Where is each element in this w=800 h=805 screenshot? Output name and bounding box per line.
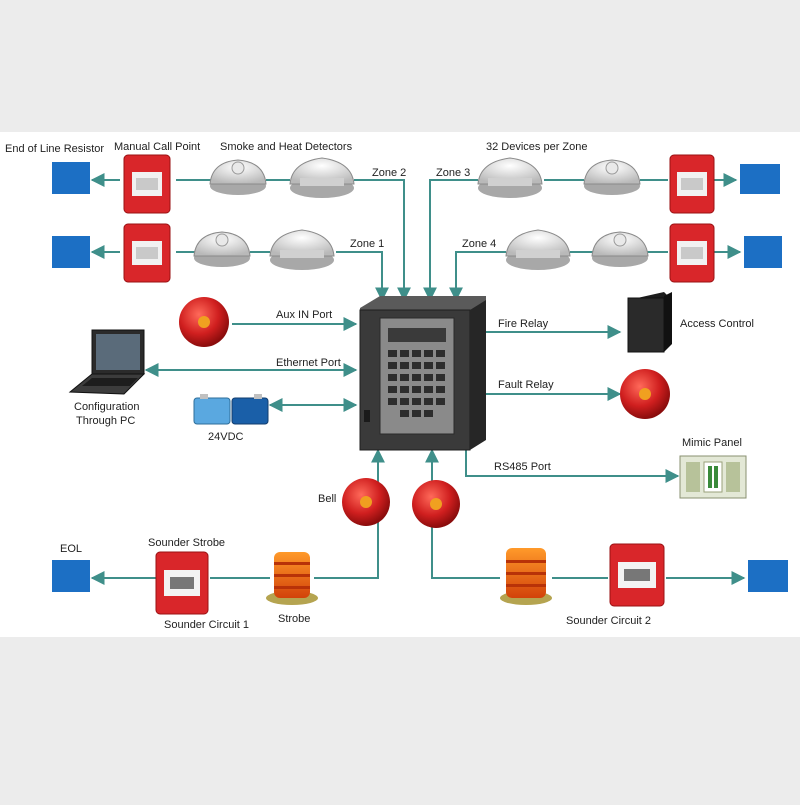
eol-box-row2-left [52,236,90,268]
label-smoke-heat-detectors: Smoke and Heat Detectors [220,141,353,153]
laptop-icon [68,329,146,395]
label-configuration: Configuration [74,401,139,413]
smoke-detector-row1-a [209,159,267,195]
label-fault-relay: Fault Relay [498,379,554,391]
label-sounder-strobe: Sounder Strobe [148,537,225,549]
label-zone1: Zone 1 [350,238,384,250]
label-rs485-port: RS485 Port [494,461,551,473]
smoke-detector-row2-d [591,231,649,267]
label-mimic-panel: Mimic Panel [682,437,742,449]
label-end-of-line-resistor: End of Line Resistor [5,143,104,155]
sounder-strobe-circuit2 [609,543,665,607]
label-manual-call-point: Manual Call Point [114,141,200,153]
link-zone3-to-panel [423,179,478,302]
link-zone4-to-panel [449,251,506,302]
sounder-row2-right [669,223,715,283]
link-zone2-to-panel [354,179,411,302]
label-zone3: Zone 3 [436,167,470,179]
label-24vdc: 24VDC [208,431,244,443]
bell-sounder-circuit2 [412,480,460,528]
eol-box-row1-right [740,164,780,194]
label-ethernet-port: Ethernet Port [276,357,341,369]
label-aux-in-port: Aux IN Port [276,309,332,321]
connectors [90,173,746,585]
panel-display [388,328,446,342]
panel-keypad [388,350,445,417]
smoke-detector-row1-b [289,157,355,198]
link-zone1-to-panel [336,251,389,302]
access-control-box [627,292,672,353]
smoke-detector-row2-a [193,231,251,267]
label-eol: EOL [60,543,82,555]
sounder-row1-right [669,154,715,214]
smoke-detector-row1-c [477,157,543,198]
label-strobe: Strobe [278,613,310,625]
labels: End of Line Resistor Manual Call Point S… [5,141,754,631]
eol-box-row2-right [744,236,782,268]
label-sounder-circuit1: Sounder Circuit 1 [164,619,249,631]
label-devices-per-zone: 32 Devices per Zone [486,141,588,153]
label-sounder-circuit2: Sounder Circuit 2 [566,615,651,627]
mimic-panel-device [679,455,747,499]
smoke-detector-row1-d [583,159,641,195]
bell-fault-relay [620,369,670,419]
eol-box-sounder1 [52,560,90,592]
label-bell: Bell [318,493,336,505]
eol-boxes [52,162,788,592]
bell-aux-in [179,297,229,347]
label-zone2: Zone 2 [372,167,406,179]
eol-box-row1-left [52,162,90,194]
strobe-circuit2 [500,548,552,605]
manual-call-point-row2 [123,223,171,283]
eol-box-sounder2 [748,560,788,592]
label-through-pc: Through PC [76,415,135,427]
bell-sounder-circuit1 [342,478,390,526]
battery-24vdc [193,394,269,425]
strobe-circuit1 [266,552,318,605]
label-zone4: Zone 4 [462,238,496,250]
manual-call-point-row1 [123,154,171,214]
label-access-control: Access Control [680,318,754,330]
sounder-strobe-circuit1 [155,551,209,615]
smoke-detector-row2-c [505,229,571,270]
label-fire-relay: Fire Relay [498,318,549,330]
smoke-detector-row2-b [269,229,335,270]
fire-alarm-control-panel [359,296,486,451]
